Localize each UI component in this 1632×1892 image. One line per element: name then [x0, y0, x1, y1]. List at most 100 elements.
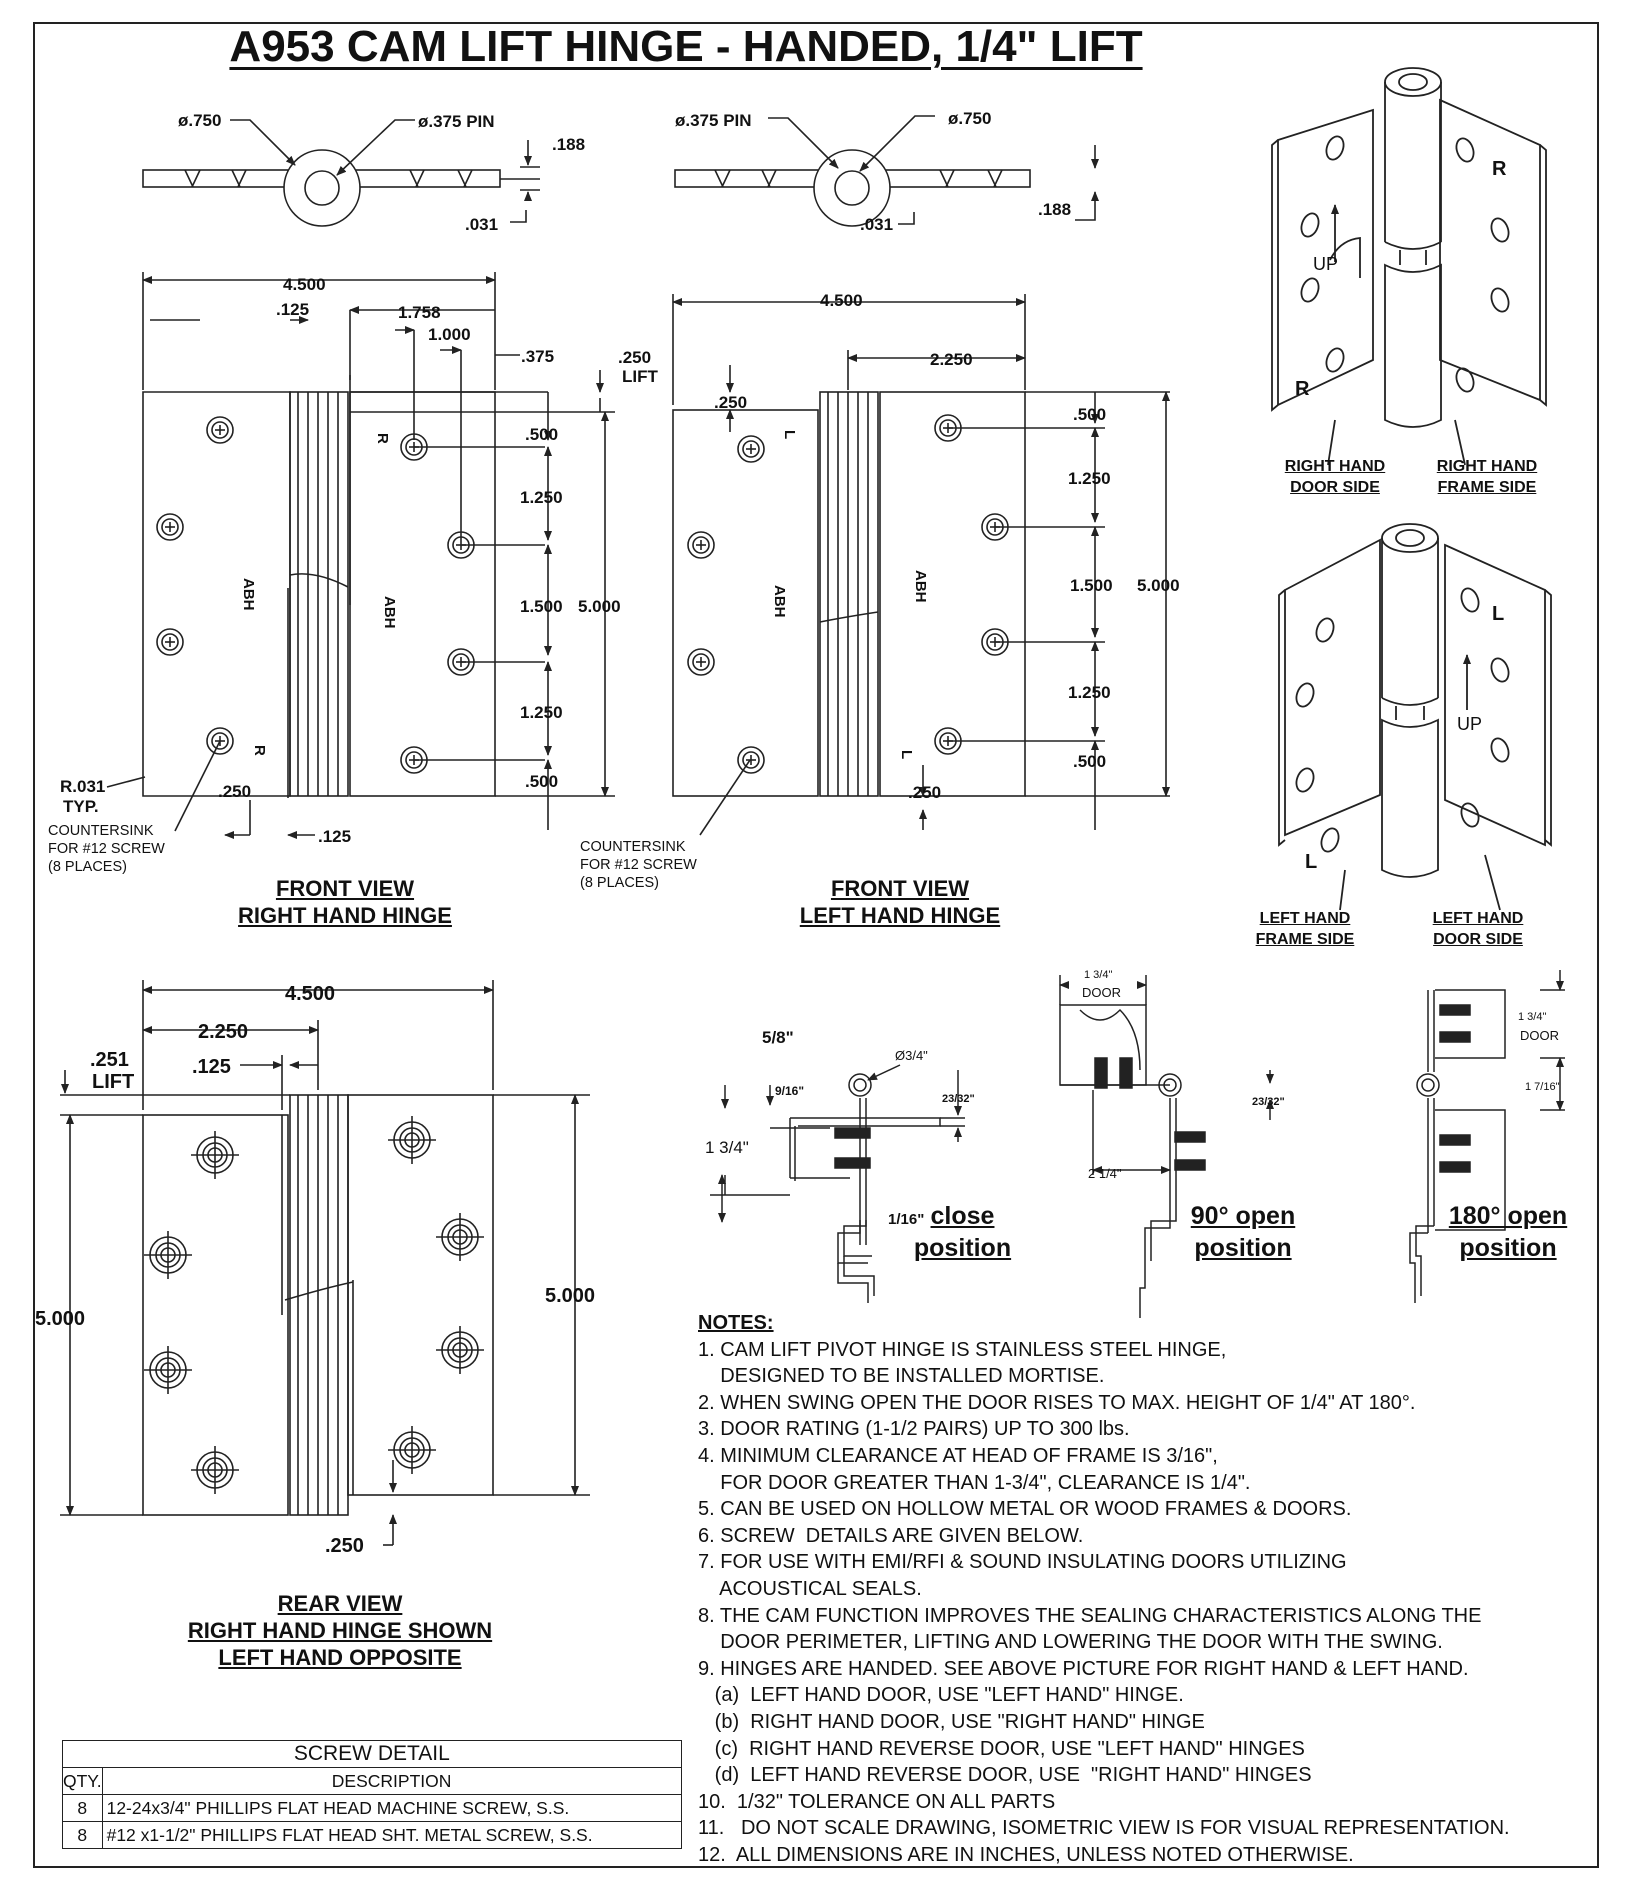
iso-label-lh-door: LEFT HAND DOOR SIDE	[1413, 908, 1543, 950]
frac-dia-3-4: Ø3/4"	[895, 1048, 928, 1063]
label-rear-view-3: LEFT HAND OPPOSITE	[218, 1645, 462, 1670]
dim-250-lift-rh: .250	[618, 348, 651, 367]
note-line: ACOUSTICAL SEALS.	[698, 1577, 922, 1600]
frac-1-7-16: 1 7/16"	[1525, 1081, 1560, 1093]
label-rear-view-1: REAR VIEW	[277, 1591, 403, 1616]
label-open180-position: 180° open position	[1428, 1200, 1588, 1264]
dim-1000-rh: 1.000	[428, 325, 471, 344]
dim-5000-lh: 5.000	[1137, 576, 1180, 595]
dim-pin-375-left: ø.375 PIN	[675, 111, 752, 130]
dim-250-rear: .250	[325, 1535, 364, 1557]
door-label-90: DOOR	[1082, 985, 1121, 1000]
note-line: 5. CAN BE USED ON HOLLOW METAL OR WOOD F…	[698, 1498, 1352, 1521]
screw-table-col-desc: DESCRIPTION	[101, 1767, 682, 1795]
dim-1250-b-rh: 1.250	[520, 703, 563, 722]
note-line: 1. CAM LIFT PIVOT HINGE IS STAINLESS STE…	[698, 1338, 1227, 1361]
note-line: 6. SCREW DETAILS ARE GIVEN BELOW.	[698, 1524, 1084, 1547]
label-open90-2: position	[1194, 1234, 1292, 1262]
note-line: 11. DO NOT SCALE DRAWING, ISOMETRIC VIEW…	[698, 1817, 1510, 1840]
label-open90-position: 90° open position	[1168, 1200, 1318, 1264]
abh-mark-rh-2: ABH	[381, 596, 398, 629]
screw-desc: #12 x1-1/2" PHILLIPS FLAT HEAD SHT. META…	[101, 1821, 682, 1849]
door-label-180: DOOR	[1520, 1028, 1559, 1043]
dim-031: .031	[465, 215, 498, 234]
countersink-lh-2: FOR #12 SCREW	[580, 857, 697, 873]
dim-2250-rear: 2.250	[198, 1021, 248, 1043]
open90-position-detail	[1059, 975, 1274, 1318]
dim-250-bottom-rh: .250	[218, 782, 251, 801]
iso-left-hand	[1278, 523, 1552, 911]
notes-block: NOTES: 1. CAM LIFT PIVOT HINGE IS STAINL…	[698, 1310, 1598, 1868]
dim-188: .188	[552, 135, 585, 154]
dim-lift-rh: LIFT	[622, 367, 658, 386]
edge-view-left	[674, 115, 1099, 227]
screw-desc: 12-24x3/4" PHILLIPS FLAT HEAD MACHINE SC…	[101, 1794, 682, 1822]
note-line: 2. WHEN SWING OPEN THE DOOR RISES TO MAX…	[698, 1391, 1416, 1414]
screw-table-header-row: QTY. DESCRIPTION	[62, 1767, 682, 1795]
iso-l-door: L	[1492, 603, 1504, 625]
frac-1-3-4-90: 1 3/4"	[1084, 969, 1112, 981]
frac-23-32-close: 23/32"	[942, 1093, 975, 1105]
frac-1-3-4-close: 1 3/4"	[705, 1138, 749, 1157]
frac-5-8: 5/8"	[762, 1028, 794, 1047]
dim-dia-750-left: ø.750	[948, 109, 991, 128]
note-line: 3. DOOR RATING (1-1/2 PAIRS) UP TO 300 l…	[698, 1418, 1130, 1441]
iso-r-door: R	[1295, 378, 1310, 400]
r-mark-rh-1: R	[374, 433, 391, 444]
dim-2250-lh: 2.250	[930, 350, 973, 369]
table-row: 8 12-24x3/4" PHILLIPS FLAT HEAD MACHINE …	[62, 1794, 682, 1822]
frac-1-3-4-180: 1 3/4"	[1518, 1011, 1546, 1023]
label-rear-view-2: RIGHT HAND HINGE SHOWN	[187, 1618, 493, 1643]
label-front-view-rh-1: FRONT VIEW	[275, 876, 415, 901]
countersink-lh-1: COUNTERSINK	[580, 839, 686, 855]
dim-500-top-rh: .500	[525, 425, 558, 444]
front-view-left-hinge	[672, 294, 1170, 836]
label-close-position: close position	[895, 1200, 1030, 1264]
drawing-title-block: A953 CAM LIFT HINGE - HANDED, 1/4" LIFT	[0, 22, 1632, 72]
label-open90-1: 90° open	[1190, 1202, 1296, 1230]
dim-1500-lh: 1.500	[1070, 576, 1113, 595]
close-position-detail	[710, 1064, 965, 1303]
abh-mark-lh-1: ABH	[771, 585, 788, 618]
dim-500-bottom-rh: .500	[525, 772, 558, 791]
abh-mark-rh-1: ABH	[240, 578, 257, 611]
label-close-1: close	[930, 1202, 995, 1230]
dim-lift-rear: LIFT	[92, 1071, 134, 1093]
note-line: FOR DOOR GREATER THAN 1-3/4", CLEARANCE …	[698, 1471, 1251, 1494]
note-line: (d) LEFT HAND REVERSE DOOR, USE "RIGHT H…	[698, 1764, 1312, 1787]
dim-251-rear: .251	[90, 1049, 129, 1071]
countersink-lh-3: (8 PLACES)	[580, 875, 659, 891]
countersink-rh-3: (8 PLACES)	[48, 859, 127, 875]
note-line: 10. 1/32" TOLERANCE ON ALL PARTS	[698, 1790, 1056, 1813]
iso-label-rh-door-1: RIGHT HAND	[1284, 458, 1386, 475]
frac-23-32-90: 23/32"	[1252, 1096, 1285, 1108]
dim-188-left: .188	[1038, 200, 1071, 219]
dim-5000-rh: 5.000	[578, 597, 621, 616]
screw-table-col-qty: QTY.	[62, 1767, 103, 1795]
dim-4500-rear: 4.500	[285, 983, 335, 1005]
label-front-view-lh-1: FRONT VIEW	[830, 876, 970, 901]
dim-500-bottom-lh: .500	[1073, 752, 1106, 771]
iso-label-lh-frame-2: FRAME SIDE	[1255, 931, 1355, 948]
frac-2-1-4: 2 1/4"	[1088, 1166, 1122, 1181]
iso-r-frame: R	[1492, 158, 1507, 180]
iso-label-rh-frame-1: RIGHT HAND	[1436, 458, 1538, 475]
iso-label-lh-door-2: DOOR SIDE	[1433, 931, 1523, 948]
dim-r031: R.031	[60, 777, 105, 796]
open180-position-detail	[1409, 970, 1565, 1303]
label-front-view-lh: FRONT VIEW LEFT HAND HINGE	[770, 875, 1030, 929]
iso-label-lh-door-1: LEFT HAND	[1432, 910, 1524, 927]
screw-table-title-row: SCREW DETAIL	[62, 1740, 682, 1768]
label-front-view-lh-2: LEFT HAND HINGE	[799, 903, 1001, 928]
frac-1-16: 1/16"	[888, 1211, 924, 1228]
dim-1500-rh: 1.500	[520, 597, 563, 616]
note-line: 12. ALL DIMENSIONS ARE IN INCHES, UNLESS…	[698, 1843, 1354, 1866]
dim-500-top-lh: .500	[1073, 405, 1106, 424]
dim-250-top-lh: .250	[714, 393, 747, 412]
iso-label-lh-frame-1: LEFT HAND	[1259, 910, 1351, 927]
frac-9-16: 9/16"	[775, 1084, 804, 1098]
note-line: 7. FOR USE WITH EMI/RFI & SOUND INSULATI…	[698, 1551, 1347, 1574]
note-line: (a) LEFT HAND DOOR, USE "LEFT HAND" HING…	[698, 1684, 1184, 1707]
iso-l-frame: L	[1305, 851, 1317, 873]
